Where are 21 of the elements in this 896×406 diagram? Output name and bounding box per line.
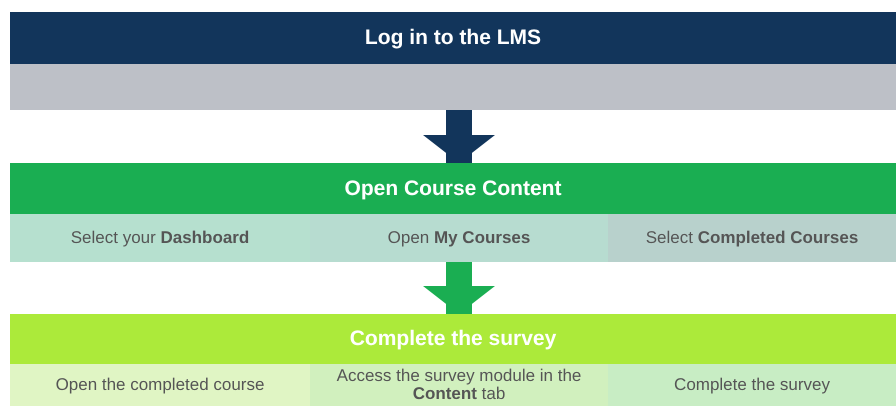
step-text: Select your Dashboard xyxy=(70,229,250,247)
step-band xyxy=(608,214,896,262)
step-text: Access the survey module in the Content tab xyxy=(336,367,582,403)
step-band xyxy=(10,364,310,406)
step-band xyxy=(310,364,608,406)
step-text: Complete the survey xyxy=(674,376,830,394)
stage-title: Log in to the LMS xyxy=(364,26,542,50)
step-text: Select Completed Courses xyxy=(646,229,858,247)
block-arrow xyxy=(423,262,495,314)
stage-header-band xyxy=(10,12,896,64)
stage-title: Complete the survey xyxy=(350,327,556,351)
stage-title: Open Course Content xyxy=(344,176,562,200)
block-arrow xyxy=(423,110,495,163)
step-band xyxy=(310,214,608,262)
stage-header-band xyxy=(10,314,896,364)
step-text: Open the completed course xyxy=(56,376,264,394)
empty-band xyxy=(10,64,896,110)
stage-header-band xyxy=(10,163,896,214)
step-band xyxy=(608,364,896,406)
step-band xyxy=(10,214,310,262)
step-text: Open My Courses xyxy=(388,229,530,247)
